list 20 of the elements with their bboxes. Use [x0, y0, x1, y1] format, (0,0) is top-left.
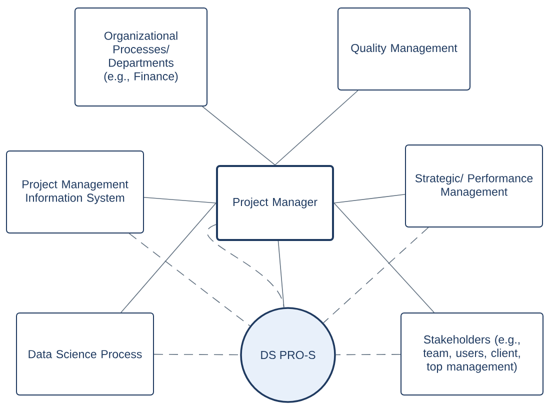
- process-box: Organizational Processes/ Departments (e.g., Finance): [74, 8, 208, 106]
- connector-line: [120, 202, 216, 313]
- process-box: Quality Management: [338, 8, 470, 90]
- connector-line: [323, 227, 429, 324]
- connector-line: [278, 240, 284, 308]
- circle-node: DS PRO-S: [240, 307, 336, 403]
- connector-line: [336, 354, 401, 356]
- connector-line: [154, 354, 240, 356]
- process-box: Stakeholders (e.g., team, users, client, top management): [400, 312, 544, 396]
- central-box: Project Manager: [216, 165, 334, 241]
- connector-line: [202, 106, 276, 166]
- connector-line: [334, 194, 406, 204]
- process-box: Strategic/ Performance Management: [405, 144, 543, 228]
- connector-line: [206, 224, 284, 308]
- connector-line: [144, 196, 216, 204]
- process-box: Project Management Information System: [6, 150, 144, 234]
- connector-line: [274, 90, 358, 166]
- connector-line: [128, 233, 250, 326]
- process-box: Data Science Process: [16, 312, 154, 396]
- connector-line: [334, 202, 434, 313]
